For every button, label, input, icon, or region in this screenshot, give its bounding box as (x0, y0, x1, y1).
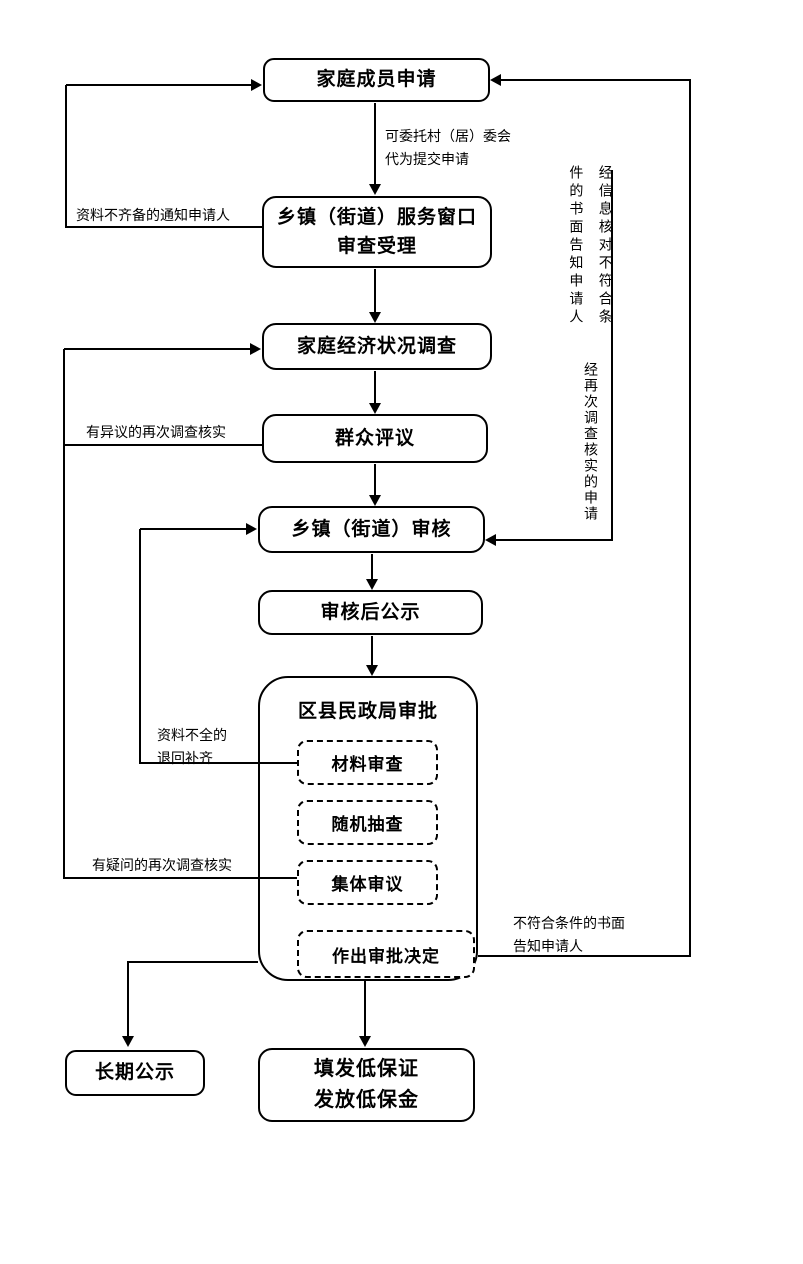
arrowhead-down-icon (369, 403, 381, 414)
group-bureau-approval-title: 区县民政局审批 (297, 701, 438, 722)
connector (66, 226, 262, 228)
connector (140, 528, 247, 530)
node-random-check-label: 随机抽查 (331, 815, 404, 834)
node-issue-benefit-line2: 发放低保金 (314, 1089, 419, 1111)
node-family-apply: 家庭成员申请 (263, 58, 490, 102)
arrowhead-right-icon (246, 523, 257, 535)
node-issue-benefit-line1: 填发低保证 (314, 1058, 419, 1080)
label-unqualified-notify: 不符合条件的书面 告知申请人 (513, 912, 625, 958)
node-post-review-publicity: 审核后公示 (258, 590, 483, 635)
node-decision: 作出审批决定 (297, 930, 475, 978)
label-incomplete-return: 资料不全的 退回补齐 (157, 724, 227, 770)
connector (374, 269, 376, 313)
label-unqualified-notify-line1: 不符合条件的书面 (513, 915, 625, 931)
label-unqualified-notify-line2: 告知申请人 (513, 938, 583, 955)
connector (66, 84, 252, 86)
label-incomplete-return-line1: 资料不全的 (157, 727, 227, 743)
connector (64, 877, 297, 879)
arrowhead-right-icon (251, 79, 262, 91)
node-long-publicity: 长期公示 (65, 1050, 205, 1096)
node-collective-review: 集体审议 (297, 860, 438, 905)
connector (127, 961, 129, 1037)
arrowhead-down-icon (366, 579, 378, 590)
node-economic-survey: 家庭经济状况调查 (262, 323, 492, 370)
node-town-review-label: 乡镇（街道）审核 (291, 518, 452, 540)
label-info-check-notify-col2: 件的书面告知申请人 (568, 165, 585, 327)
node-random-check: 随机抽查 (297, 800, 438, 845)
connector (374, 464, 376, 496)
connector (371, 636, 373, 666)
connector (128, 961, 258, 963)
connector (139, 529, 141, 764)
connector (689, 79, 691, 957)
node-material-review: 材料审查 (297, 740, 438, 785)
label-incomplete-notify: 资料不齐备的通知申请人 (76, 207, 230, 223)
connector (140, 762, 297, 764)
node-collective-review-label: 集体审议 (331, 875, 404, 894)
connector (374, 103, 376, 185)
arrowhead-down-icon (366, 665, 378, 676)
arrowhead-down-icon (359, 1036, 371, 1047)
node-window-accept-line2: 审查受理 (336, 236, 417, 257)
connector (63, 349, 65, 879)
node-family-apply-label: 家庭成员申请 (316, 69, 437, 91)
connector (65, 85, 67, 228)
arrowhead-down-icon (122, 1036, 134, 1047)
label-delegate-note-line2: 代为提交申请 (385, 151, 469, 168)
node-town-review: 乡镇（街道）审核 (258, 506, 485, 553)
arrowhead-right-icon (250, 343, 261, 355)
node-post-review-publicity-label: 审核后公示 (320, 601, 421, 623)
label-recheck-apply: 经再次调查核实的申请 (583, 362, 599, 522)
node-decision-label: 作出审批决定 (332, 946, 440, 966)
node-public-appraisal: 群众评议 (262, 414, 488, 463)
label-objection-recheck: 有异议的再次调查核实 (86, 424, 226, 440)
node-window-accept-line1: 乡镇（街道）服务窗口 (276, 206, 477, 228)
arrowhead-left-icon (490, 74, 501, 86)
connector (611, 170, 613, 541)
connector (478, 955, 691, 957)
label-delegate-note: 可委托村（居）委会 代为提交申请 (385, 125, 511, 171)
label-info-check-notify-col1: 经信息核对不符合条 (597, 165, 614, 327)
node-economic-survey-label: 家庭经济状况调查 (296, 335, 457, 357)
label-info-check-notify: 经信息核对不符合条 件的书面告知申请人 (561, 165, 620, 355)
node-material-review-label: 材料审查 (331, 755, 404, 774)
arrowhead-down-icon (369, 495, 381, 506)
label-doubt-recheck: 有疑问的再次调查核实 (92, 857, 232, 873)
node-long-publicity-label: 长期公示 (94, 1062, 175, 1084)
node-window-accept: 乡镇（街道）服务窗口 审查受理 (262, 196, 492, 268)
arrowhead-left-icon (485, 534, 496, 546)
node-public-appraisal-label: 群众评议 (334, 427, 415, 449)
connector (496, 539, 613, 541)
node-issue-benefit: 填发低保证 发放低保金 (258, 1048, 475, 1122)
connector (64, 444, 262, 446)
label-incomplete-return-line2: 退回补齐 (157, 750, 213, 767)
label-delegate-note-line1: 可委托村（居）委会 (385, 128, 511, 144)
connector (371, 554, 373, 580)
arrowhead-down-icon (369, 184, 381, 195)
connector (501, 79, 691, 81)
arrowhead-down-icon (369, 312, 381, 323)
connector (64, 348, 251, 350)
connector (374, 371, 376, 404)
connector (364, 981, 366, 1037)
